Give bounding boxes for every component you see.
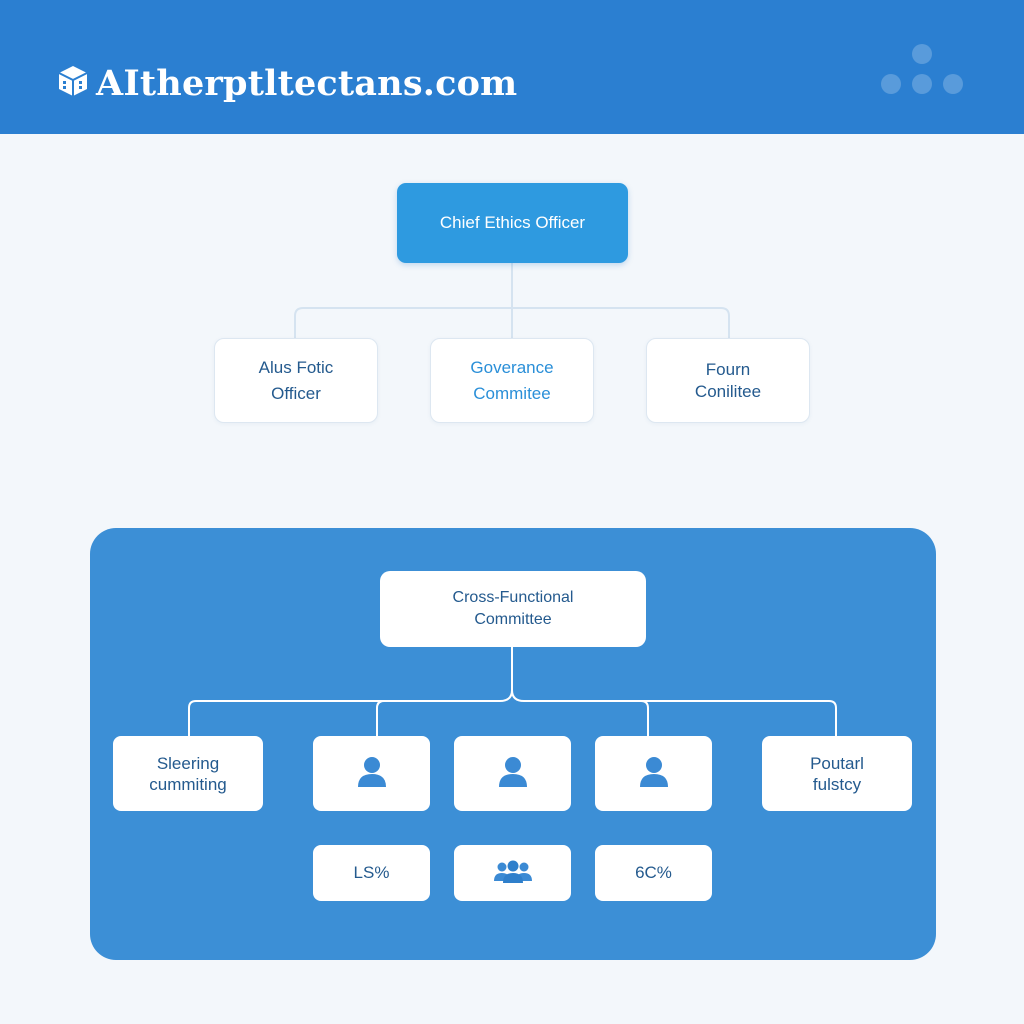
- person-icon: [357, 755, 387, 792]
- person-icon: [498, 755, 528, 792]
- header-bar: AItherptltectans.com: [0, 0, 1024, 134]
- governance-committee-node[interactable]: Goverance Commitee: [430, 338, 594, 423]
- node-label-line1: Alus Fotic: [258, 357, 334, 377]
- member-node[interactable]: [595, 736, 712, 811]
- group-card[interactable]: [454, 845, 571, 901]
- node-label-line2: Officer: [271, 383, 321, 403]
- cube-logo-icon: [56, 64, 90, 103]
- node-label-line1: Goverance: [470, 357, 554, 377]
- node-label-line2: Committee: [474, 611, 552, 628]
- node-label-line1: Sleering: [156, 753, 220, 773]
- stat-card[interactable]: 6C%: [595, 845, 712, 901]
- dots-menu-icon[interactable]: [876, 40, 972, 104]
- node-label-line1: Cross-Functional: [452, 589, 574, 606]
- steering-committee-node[interactable]: Sleering cummiting: [113, 736, 263, 811]
- node-label-line2: fulstcy: [812, 774, 862, 794]
- group-icon: [493, 859, 532, 888]
- cross-functional-committee-node[interactable]: Cross-Functional Committee: [380, 571, 646, 647]
- node-label-line2: cummiting: [149, 774, 227, 794]
- node-label-line1: Poutarl: [810, 753, 864, 773]
- ethics-officer-node[interactable]: Alus Fotic Officer: [214, 338, 378, 423]
- forum-committee-node[interactable]: Fourn Conilitee: [646, 338, 810, 423]
- person-icon: [639, 755, 669, 792]
- stat-value: LS%: [353, 863, 390, 882]
- brand[interactable]: AItherptltectans.com: [56, 58, 517, 108]
- node-label-line1: Fourn: [705, 359, 751, 379]
- policy-node[interactable]: Poutarl fulstcy: [762, 736, 912, 811]
- stat-value: 6C%: [635, 863, 672, 882]
- node-label-line2: Commitee: [473, 383, 551, 403]
- node-label: Chief Ethics Officer: [439, 213, 586, 232]
- node-label-line2: Conilitee: [694, 381, 762, 401]
- member-node[interactable]: [313, 736, 430, 811]
- brand-name: AItherptltectans.com: [96, 62, 518, 104]
- chief-ethics-officer-node[interactable]: Chief Ethics Officer: [397, 183, 628, 263]
- member-node[interactable]: [454, 736, 571, 811]
- stat-card[interactable]: LS%: [313, 845, 430, 901]
